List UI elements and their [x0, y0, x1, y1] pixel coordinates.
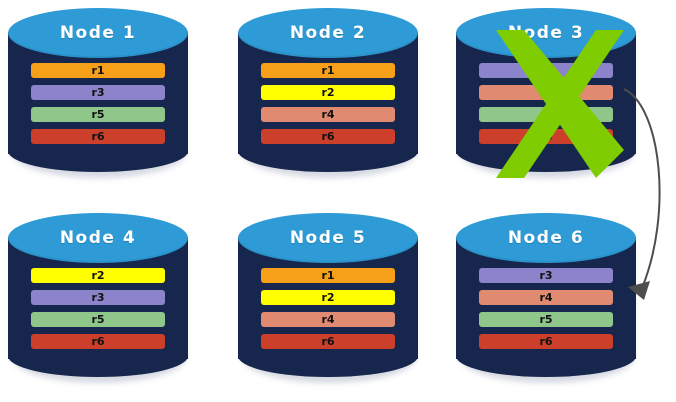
node-card-node-5[interactable]: Node 5 r1 r2 r4 r6 — [238, 213, 418, 385]
record-bar[interactable]: r6 — [261, 129, 395, 144]
record-bar[interactable]: r5 — [479, 107, 613, 122]
node-card-node-1[interactable]: Node 1 r1 r3 r5 r6 — [8, 8, 188, 180]
record-bar[interactable]: r6 — [261, 334, 395, 349]
record-bar[interactable]: r1 — [261, 268, 395, 283]
node-card-node-2[interactable]: Node 2 r1 r2 r4 r6 — [238, 8, 418, 180]
record-bar[interactable]: r3 — [31, 85, 165, 100]
record-bar[interactable]: r6 — [479, 334, 613, 349]
record-bar[interactable]: r4 — [261, 107, 395, 122]
cylinder-top-ellipse — [238, 8, 418, 58]
record-bar[interactable]: r4 — [479, 85, 613, 100]
cylinder-top-ellipse — [8, 213, 188, 263]
record-bar-list: r3 r4 r5 r6 — [479, 268, 613, 349]
record-bar[interactable]: r5 — [31, 312, 165, 327]
record-bar[interactable]: r4 — [479, 290, 613, 305]
record-bar[interactable]: r3 — [479, 63, 613, 78]
record-bar-list: r1 r2 r4 r6 — [261, 63, 395, 144]
record-bar[interactable]: r4 — [261, 312, 395, 327]
cylinder-top-ellipse — [238, 213, 418, 263]
record-bar[interactable]: r6 — [479, 129, 613, 144]
record-bar[interactable]: r6 — [31, 334, 165, 349]
record-bar[interactable]: r3 — [479, 268, 613, 283]
record-bar[interactable]: r1 — [31, 63, 165, 78]
record-bar-list: r2 r3 r5 r6 — [31, 268, 165, 349]
record-bar[interactable]: r2 — [31, 268, 165, 283]
record-bar[interactable]: r2 — [261, 85, 395, 100]
cylinder-top-ellipse — [456, 213, 636, 263]
record-bar[interactable]: r5 — [479, 312, 613, 327]
record-bar-list: r1 r2 r4 r6 — [261, 268, 395, 349]
node-card-node-3[interactable]: Node 3 r3 r4 r5 r6 — [456, 8, 636, 180]
cylinder-top-ellipse — [8, 8, 188, 58]
record-bar[interactable]: r3 — [31, 290, 165, 305]
record-bar-list: r3 r4 r5 r6 — [479, 63, 613, 144]
record-bar[interactable]: r6 — [31, 129, 165, 144]
cylinder-top-ellipse — [456, 8, 636, 58]
record-bar-list: r1 r3 r5 r6 — [31, 63, 165, 144]
record-bar[interactable]: r5 — [31, 107, 165, 122]
record-bar[interactable]: r1 — [261, 63, 395, 78]
node-card-node-6[interactable]: Node 6 r3 r4 r5 r6 — [456, 213, 636, 385]
node-card-node-4[interactable]: Node 4 r2 r3 r5 r6 — [8, 213, 188, 385]
record-bar[interactable]: r2 — [261, 290, 395, 305]
